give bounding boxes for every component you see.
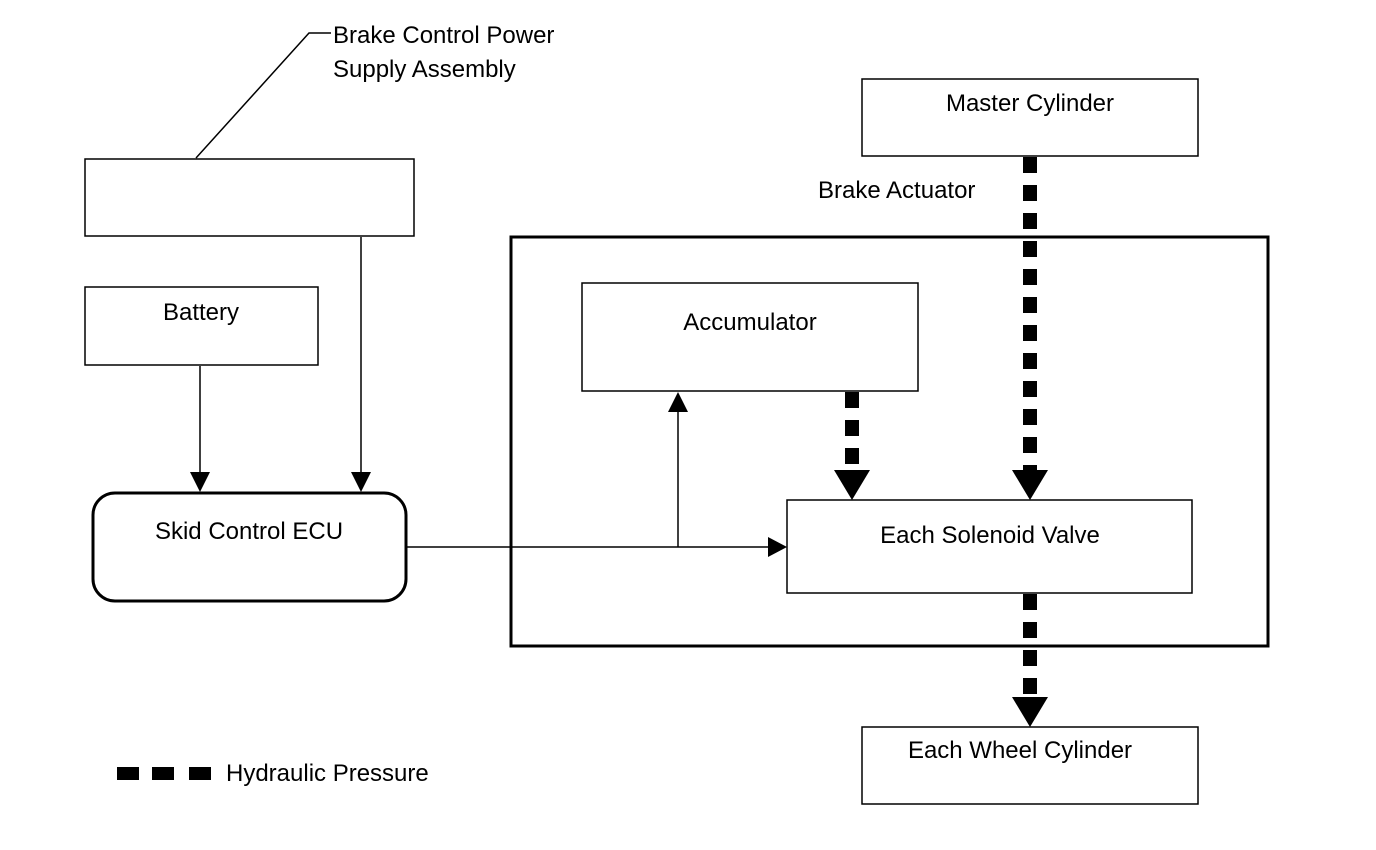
solenoid-valve-box bbox=[786, 499, 1193, 594]
legend-dash-3 bbox=[189, 767, 211, 780]
accumulator-to-solenoid-hydraulic-arrowhead bbox=[834, 470, 870, 500]
accumulator-label: Accumulator bbox=[683, 309, 816, 336]
brake-actuator-label: Brake Actuator bbox=[818, 177, 975, 204]
power-supply-to-ecu-arrowhead bbox=[351, 472, 371, 492]
master-cylinder-label: Master Cylinder bbox=[946, 90, 1114, 117]
ecu-to-solenoid-arrowhead bbox=[768, 537, 787, 557]
brake-actuator-frame bbox=[509, 235, 1270, 648]
solenoid-to-wheel-hydraulic-arrowhead bbox=[1012, 697, 1048, 727]
battery-label: Battery bbox=[163, 299, 239, 326]
master-cylinder-box bbox=[861, 78, 1199, 157]
legend-hydraulic-pressure-label: Hydraulic Pressure bbox=[226, 760, 429, 787]
master-to-solenoid-hydraulic-arrowhead bbox=[1012, 470, 1048, 500]
ecu-to-accumulator-arrowhead bbox=[668, 392, 688, 412]
wheel-cylinder-label: Each Wheel Cylinder bbox=[908, 737, 1132, 764]
battery-box bbox=[84, 286, 319, 366]
power-supply-callout-line bbox=[195, 32, 331, 159]
power-supply-label-line1: Brake Control Power bbox=[333, 22, 554, 49]
solenoid-valve-label: Each Solenoid Valve bbox=[880, 522, 1100, 549]
power-supply-label-line2: Supply Assembly bbox=[333, 56, 516, 83]
legend-dash-1 bbox=[117, 767, 139, 780]
legend-dash-2 bbox=[152, 767, 174, 780]
wheel-cylinder-box bbox=[861, 726, 1199, 805]
accumulator-box bbox=[581, 282, 919, 392]
skid-control-ecu-box bbox=[91, 491, 408, 603]
power-supply-box bbox=[84, 158, 415, 237]
skid-control-ecu-label: Skid Control ECU bbox=[155, 518, 343, 545]
battery-to-ecu-arrowhead bbox=[190, 472, 210, 492]
